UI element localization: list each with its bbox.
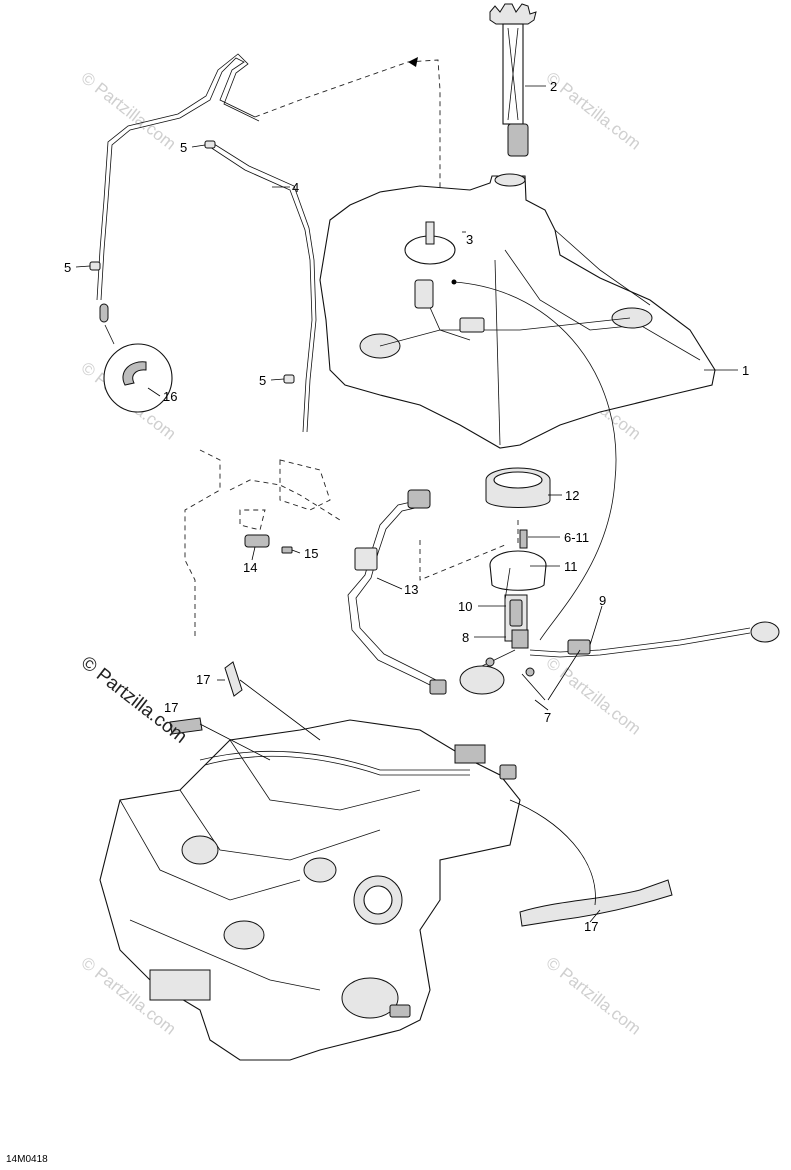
fuel-pump-module-part-11 <box>489 529 547 649</box>
assembly-path-line <box>453 281 617 641</box>
hose-part-17b <box>169 717 203 735</box>
vent-hose-part-4 <box>96 53 317 433</box>
callout-11: 11 <box>564 559 578 574</box>
callout-3: 3 <box>466 232 473 247</box>
callout-16: 16 <box>163 389 177 404</box>
callout-5b: 5 <box>64 260 71 275</box>
callout-14: 14 <box>243 560 257 575</box>
callout-10: 10 <box>458 599 472 614</box>
diagram-reference-code: 14M0418 <box>6 1154 48 1165</box>
hose-part-17a <box>224 661 243 697</box>
fuel-tank-part-1 <box>319 173 716 449</box>
clamp-part-16 <box>99 303 173 413</box>
lock-ring-part-12 <box>485 467 551 508</box>
callout-17b: 17 <box>164 700 178 715</box>
watermark-5: © Partzilla.com <box>543 653 645 739</box>
callout-9: 9 <box>599 593 606 608</box>
fuel-line-part-13 <box>347 489 447 695</box>
callout-1: 1 <box>742 363 749 378</box>
callout-4: 4 <box>292 180 299 195</box>
callout-17c: 17 <box>584 919 598 934</box>
watermark-7: © Partzilla.com <box>543 953 645 1039</box>
route-arrow-icon <box>408 57 418 67</box>
callout-5a: 5 <box>180 140 187 155</box>
callout-13: 13 <box>404 582 418 597</box>
callout-5c: 5 <box>259 373 266 388</box>
callout-17a: 17 <box>196 672 210 687</box>
callout-labels: 2 1 3 4 5 5 5 16 12 6-11 11 9 10 8 7 13 … <box>64 79 749 934</box>
hose-part-17c <box>519 879 673 927</box>
clip-part-5c <box>283 374 295 384</box>
clip-part-5b <box>89 261 101 271</box>
clamp-part-14 <box>244 534 270 548</box>
callout-8: 8 <box>462 630 469 645</box>
clip-part-5a <box>204 140 216 149</box>
vent-route-dashed-line <box>254 59 441 220</box>
screw-part-15 <box>281 546 293 554</box>
bracket-dashed-outline <box>184 449 341 640</box>
fuel-level-sender-part-2 <box>489 3 537 157</box>
watermark-1: © Partzilla.com <box>78 68 180 154</box>
pump-to-fitting-dashed <box>419 540 506 581</box>
engine-assembly <box>99 719 521 1061</box>
callout-15: 15 <box>304 546 318 561</box>
fuel-pump-harness-part-9 <box>459 621 780 695</box>
callout-7: 7 <box>544 710 551 725</box>
callout-2: 2 <box>550 79 557 94</box>
callout-6-11: 6-11 <box>564 530 589 545</box>
leader-lines <box>75 85 738 923</box>
callout-12: 12 <box>565 488 579 503</box>
watermark-2: © Partzilla.com <box>543 68 645 154</box>
